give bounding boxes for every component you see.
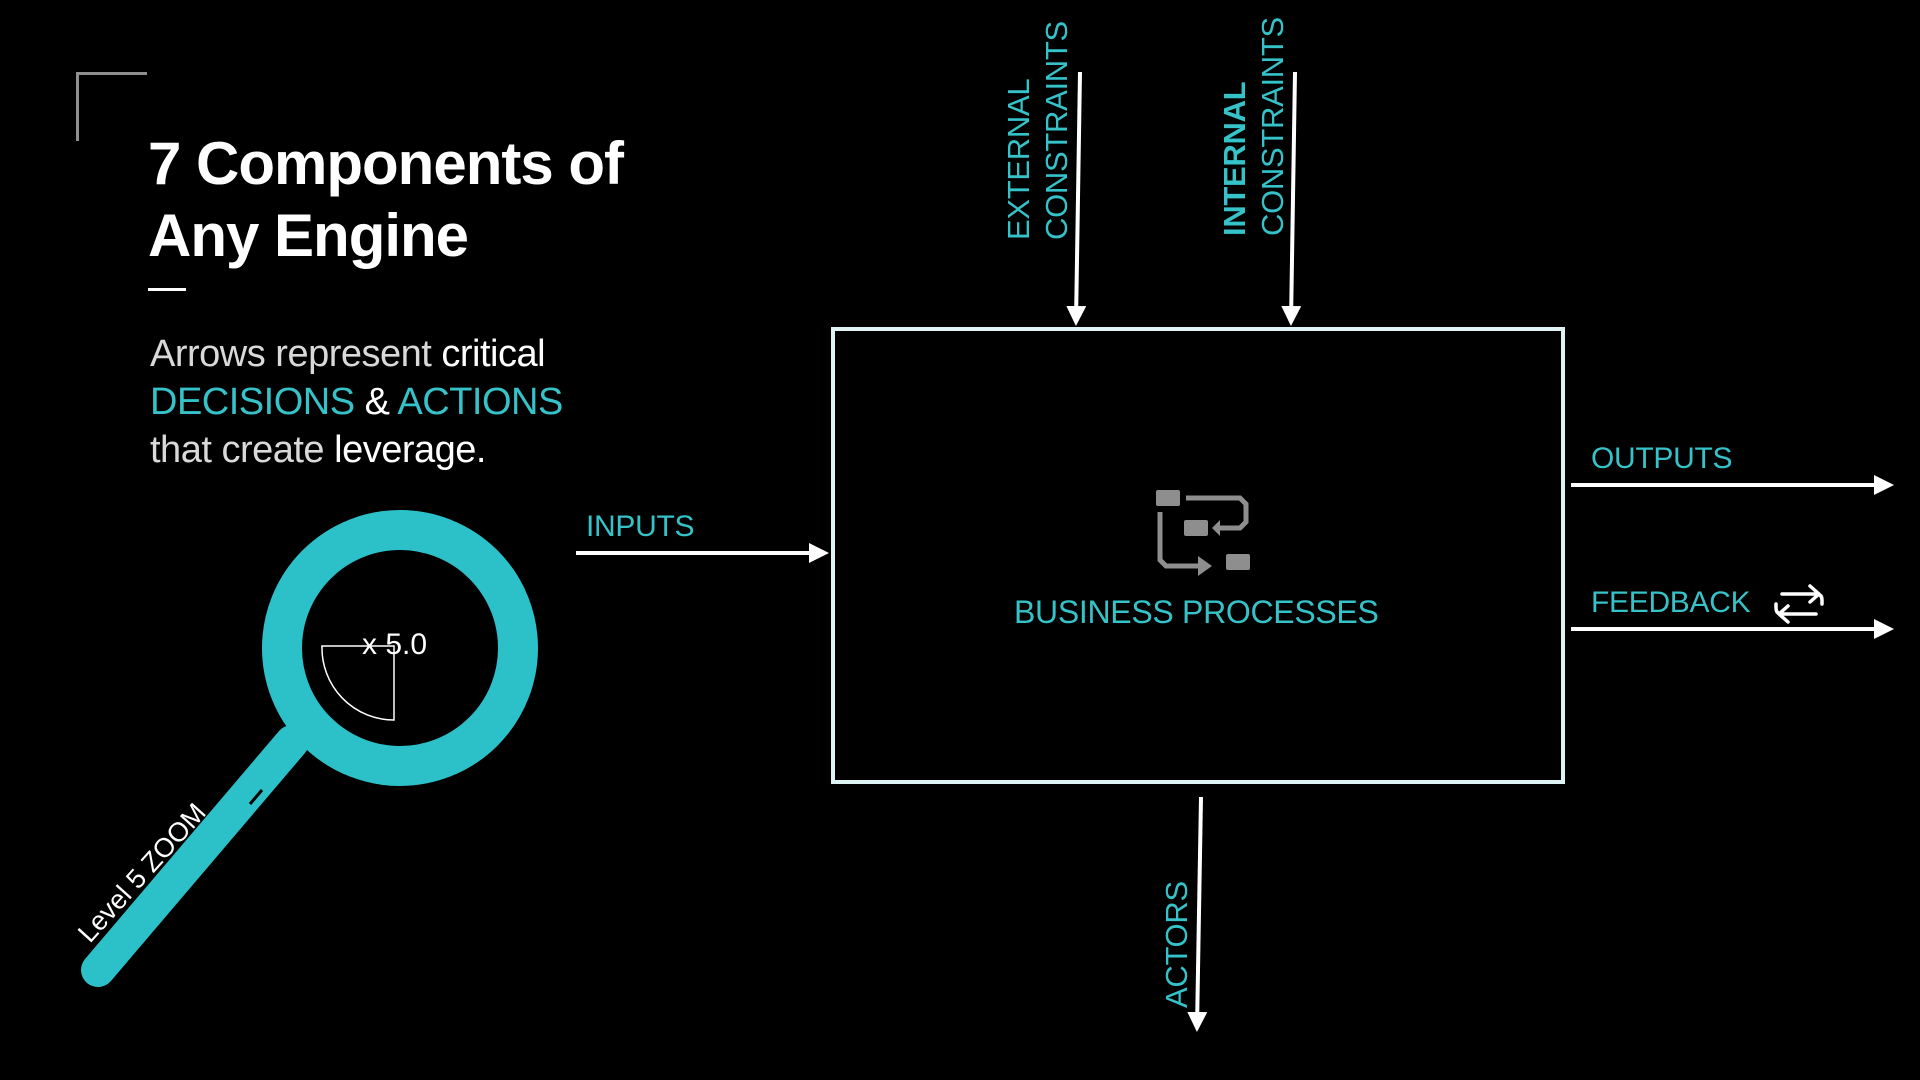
external-constraints-arrow (1066, 71, 1087, 326)
subtitle-part-4: & (354, 381, 398, 423)
feedback-label: FEEDBACK (1591, 586, 1751, 619)
repeat-icon (1774, 584, 1824, 624)
subtitle-part-7: leverage. (334, 429, 486, 471)
outputs-label: OUTPUTS (1591, 442, 1733, 475)
actors-label: ACTORS (1158, 881, 1196, 1008)
internal-line-2: CONSTRAINTS (1255, 17, 1290, 236)
process-flow-icon (1156, 490, 1250, 576)
external-constraints-label: EXTERNAL CONSTRAINTS (1000, 21, 1076, 240)
subtitle-part-2: critical (441, 333, 546, 375)
title-underline (148, 288, 186, 291)
subtitle: Arrows represent critical DECISIONS & AC… (150, 330, 670, 474)
external-line-1: EXTERNAL (1001, 78, 1036, 240)
center-label: BUSINESS PROCESSES (1014, 594, 1379, 630)
subtitle-part-6: that create (150, 429, 335, 471)
title-line-2: Any Engine (148, 202, 469, 269)
actors-arrow (1187, 796, 1208, 1032)
subtitle-actions: ACTIONS (397, 381, 563, 423)
internal-line-1: INTERNAL (1217, 81, 1252, 236)
subtitle-decisions: DECISIONS (150, 381, 355, 423)
external-line-2: CONSTRAINTS (1039, 21, 1074, 240)
zoom-multiplier: x 5.0 (362, 628, 428, 661)
inputs-label: INPUTS (586, 510, 695, 543)
internal-constraints-arrow (1281, 71, 1302, 326)
internal-constraints-label: INTERNAL CONSTRAINTS (1216, 17, 1292, 236)
business-process-box (831, 327, 1565, 784)
page-title: 7 Components of Any Engine (148, 128, 668, 272)
corner-bracket (76, 72, 147, 141)
actors-text: ACTORS (1159, 881, 1194, 1008)
magnifier-icon (81, 510, 538, 987)
subtitle-part-1: Arrows represent (150, 333, 442, 375)
title-line-1: 7 Components of (148, 130, 624, 197)
